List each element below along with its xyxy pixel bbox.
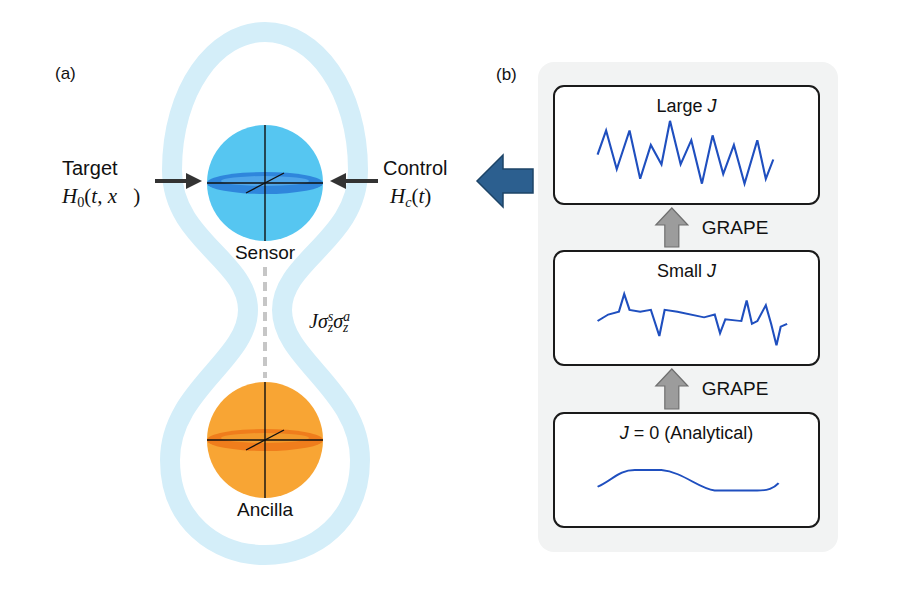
math-glyph: ( [412, 184, 419, 208]
math-glyph: ( [84, 184, 91, 208]
coupling-label: Jσzsσza [309, 309, 350, 336]
panel-label: (a) [55, 64, 76, 84]
math-glyph: J [707, 261, 716, 281]
math-glyph: a [692, 423, 702, 443]
math-glyph: i [720, 423, 724, 443]
math-glyph: r [676, 96, 682, 116]
math-glyph: 0 [649, 423, 659, 443]
box-title: Small J [555, 252, 818, 282]
math-glyph: c [405, 194, 411, 210]
coupling-band [170, 32, 360, 555]
math-glyph: l [694, 261, 698, 281]
box-title: J = 0 (Analytical) [555, 414, 818, 444]
math-glyph [659, 423, 664, 443]
method-label: GRAPE [702, 378, 769, 400]
math-glyph: a [684, 261, 694, 281]
math-glyph: a [343, 309, 350, 324]
method-label: GRAPE [702, 217, 769, 239]
math-glyph: ) [424, 184, 431, 208]
pulse-box: Small J [553, 250, 820, 366]
math-glyph: e [693, 96, 703, 116]
hamiltonian: H0(t, x⃗) [62, 184, 140, 211]
math-glyph: H [390, 184, 405, 208]
pulse-box: J = 0 (Analytical) [553, 412, 820, 528]
hamiltonian: Hc(t) [390, 184, 431, 211]
math-glyph: S [657, 261, 669, 281]
input-label: Target [62, 157, 118, 180]
math-glyph: a [666, 96, 676, 116]
math-glyph: t [91, 184, 97, 208]
math-glyph: l [698, 261, 702, 281]
math-glyph: t [715, 423, 720, 443]
math-glyph: σ [333, 310, 343, 332]
box-title: Large J [555, 87, 818, 117]
math-glyph: J [708, 96, 717, 116]
math-glyph: = [634, 423, 645, 443]
qubit-label: Sensor [193, 242, 337, 264]
feed-arrow [477, 155, 533, 207]
math-glyph: x⃗ [108, 184, 134, 208]
math-glyph [629, 423, 634, 443]
math-glyph [644, 423, 649, 443]
grape-arrow [656, 369, 688, 409]
math-glyph: 0 [77, 194, 84, 210]
grape-arrow [656, 208, 688, 247]
math-glyph [702, 261, 707, 281]
math-glyph: σ [318, 310, 328, 332]
qubit-label: Ancilla [193, 499, 337, 521]
panel-label: (b) [496, 65, 517, 85]
math-glyph: n [682, 423, 692, 443]
math-glyph [102, 184, 107, 208]
math-glyph: ) [133, 184, 140, 208]
math-glyph: ( [664, 423, 670, 443]
pulse-box: Large J [553, 85, 820, 205]
control-arrow [330, 173, 378, 189]
math-glyph: A [670, 423, 682, 443]
math-glyph [703, 96, 708, 116]
math-glyph: y [706, 423, 715, 443]
math-glyph: t [419, 184, 425, 208]
math-glyph: , [97, 184, 102, 208]
math-glyph: J [620, 423, 629, 443]
coupling-line [263, 267, 267, 378]
qubit-node: Sensor [193, 124, 337, 264]
panel-ground [538, 62, 838, 552]
math-glyph: a [733, 423, 743, 443]
math-glyph: l [702, 423, 706, 443]
math-glyph: m [669, 261, 684, 281]
math-glyph: H [62, 184, 77, 208]
target-arrow [155, 173, 202, 189]
ancilla-sphere [207, 382, 323, 498]
math-glyph: ) [747, 423, 753, 443]
math-glyph: L [656, 96, 666, 116]
sensor-sphere [207, 125, 323, 241]
math-glyph: l [743, 423, 747, 443]
math-glyph: c [724, 423, 733, 443]
math-glyph: g [682, 96, 692, 116]
qubit-node: Ancilla [193, 381, 337, 521]
panel: (b) Large J Small J J = 0 (Analytical) [538, 62, 838, 552]
input-label: Control [383, 157, 447, 180]
math-glyph: s [328, 309, 333, 324]
math-glyph: J [309, 310, 318, 332]
